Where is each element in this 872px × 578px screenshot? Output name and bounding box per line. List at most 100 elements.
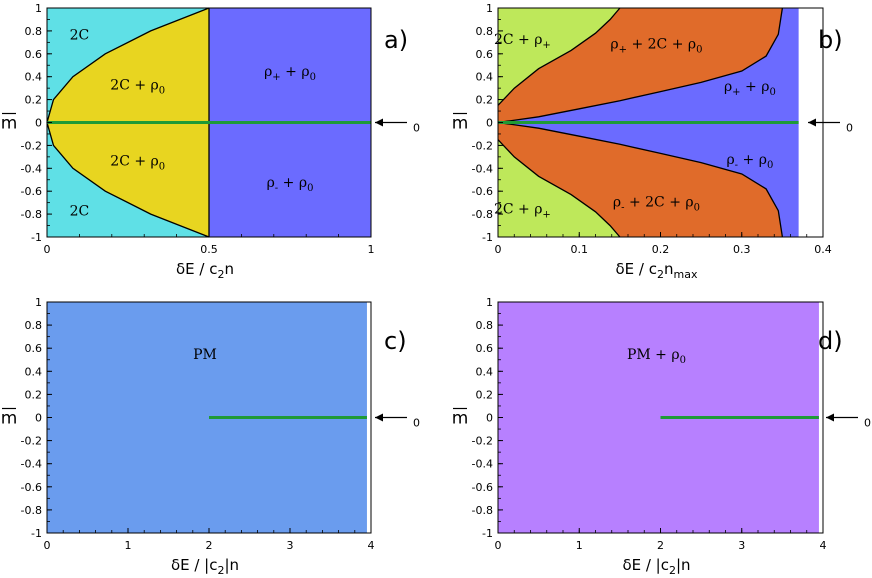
ytick-label: -1 bbox=[482, 231, 493, 244]
ytick-label: -0.8 bbox=[21, 504, 42, 517]
rho0-arrow-label-sub: 0 bbox=[413, 417, 420, 430]
x-axis-label-text: δE / |c bbox=[171, 556, 218, 574]
ytick-label: 0.2 bbox=[476, 94, 494, 107]
ytick-label: 0.8 bbox=[25, 319, 43, 332]
boundary-a-upper bbox=[497, 7, 621, 106]
ytick-label: -0.8 bbox=[472, 208, 493, 221]
x-axis-label: δE / |c2|n bbox=[622, 556, 690, 577]
ytick-label: -0.6 bbox=[21, 185, 42, 198]
region-label-text: ρ bbox=[264, 64, 272, 80]
ytick-label: -0.4 bbox=[21, 162, 42, 175]
ytick-label: 0.6 bbox=[25, 342, 43, 355]
panel-label: a) bbox=[384, 26, 408, 54]
xtick-label: 3 bbox=[738, 539, 745, 552]
ytick-label: 1 bbox=[486, 296, 493, 309]
ytick-label: 0.4 bbox=[25, 365, 43, 378]
region-label-sub: - bbox=[735, 160, 738, 171]
rho0-arrow-label-sub: 0 bbox=[413, 122, 420, 135]
arrow-head-icon bbox=[826, 413, 834, 422]
region-label-text: ρ bbox=[724, 79, 732, 95]
region-label-tail: + ρ bbox=[281, 64, 310, 80]
region-label-text: ρ bbox=[610, 36, 618, 52]
x-axis-label-tail: |n bbox=[676, 556, 691, 574]
boundary-b-lower bbox=[497, 121, 784, 238]
region-label-text: ρ bbox=[726, 152, 734, 168]
rho0-arrow-label: 0 bbox=[413, 122, 420, 135]
ytick-label: 0 bbox=[486, 412, 493, 425]
ytick-label: -0.4 bbox=[21, 458, 42, 471]
region-label-sub: + bbox=[542, 40, 550, 51]
rho0-arrow-label-sub: 0 bbox=[864, 417, 871, 430]
ytick-label: 0.6 bbox=[25, 48, 43, 61]
region-label-sub2: 0 bbox=[310, 72, 316, 83]
xtick-label: 0.3 bbox=[733, 243, 751, 256]
x-axis-label-tail: n bbox=[224, 260, 234, 278]
arrow-head-icon bbox=[375, 118, 383, 127]
region-label-tail: + ρ bbox=[741, 79, 770, 95]
boundary-parabola-lower bbox=[46, 122, 210, 238]
x-axis-label: δE / c2n bbox=[176, 260, 234, 281]
ytick-label: -0.6 bbox=[21, 481, 42, 494]
x-axis-label-sub2: max bbox=[674, 268, 698, 281]
x-axis-label-tail: n bbox=[664, 260, 674, 278]
region-label-sub: 0 bbox=[159, 86, 165, 97]
xtick-label: 0 bbox=[495, 243, 502, 256]
rho0-arrow-label: 0 bbox=[846, 122, 853, 135]
ytick-label: 1 bbox=[35, 2, 42, 15]
region-label-sub: 0 bbox=[680, 355, 686, 366]
ytick-label: 0 bbox=[35, 117, 42, 130]
region-label-sub: + bbox=[619, 44, 627, 55]
region-label-sub2: 0 bbox=[769, 87, 775, 98]
region-label-sub2: 0 bbox=[307, 183, 313, 194]
x-axis-label-tail: |n bbox=[224, 556, 239, 574]
panel-label: c) bbox=[384, 327, 407, 355]
xtick-label: 0.1 bbox=[571, 243, 589, 256]
ytick-label: 0.6 bbox=[476, 48, 494, 61]
ytick-label: -0.4 bbox=[472, 162, 493, 175]
region-label: PM + ρ0 bbox=[627, 347, 686, 366]
ytick-label: -1 bbox=[31, 527, 42, 540]
xtick-label: 1 bbox=[368, 243, 375, 256]
region-label: ρ- + ρ0 bbox=[726, 152, 773, 171]
xtick-label: 0.4 bbox=[814, 243, 832, 256]
xtick-label: 4 bbox=[820, 539, 827, 552]
region-label-sub: + bbox=[542, 209, 550, 220]
region-label-text: PM + ρ bbox=[627, 347, 680, 363]
y-axis-label: m bbox=[1, 409, 18, 429]
ytick-label: 0.4 bbox=[25, 71, 43, 84]
region-label: 2C + ρ0 bbox=[110, 78, 165, 97]
xtick-label: 0 bbox=[495, 539, 502, 552]
xtick-label: 2 bbox=[657, 539, 664, 552]
region-label: 2C + ρ+ bbox=[494, 32, 551, 51]
region-label-sub: - bbox=[621, 203, 624, 214]
region-label-text: ρ bbox=[267, 175, 275, 191]
ytick-label: -0.6 bbox=[472, 481, 493, 494]
xtick-label: 0 bbox=[44, 243, 51, 256]
ytick-label: -0.4 bbox=[472, 458, 493, 471]
x-axis-label-sub: 2 bbox=[217, 564, 224, 577]
y-axis-label: m bbox=[1, 114, 18, 134]
x-axis-label: δE / c2nmax bbox=[616, 260, 698, 281]
region-label-text: 2C + ρ bbox=[494, 32, 542, 48]
region-label-text: 2C + ρ bbox=[110, 153, 158, 169]
region-label-text: 2C bbox=[70, 204, 90, 220]
region-label-tail: + 2C + ρ bbox=[625, 195, 694, 211]
ytick-label: -0.8 bbox=[472, 504, 493, 517]
ytick-label: -0.6 bbox=[472, 185, 493, 198]
region-label-sub: + bbox=[732, 87, 740, 98]
ytick-label: 0.6 bbox=[476, 342, 494, 355]
x-axis-label-text: δE / |c bbox=[622, 556, 669, 574]
region-label: 2C bbox=[70, 27, 90, 43]
ytick-label: -1 bbox=[482, 527, 493, 540]
ytick-label: 0.2 bbox=[476, 388, 494, 401]
region-label-sub: 0 bbox=[159, 161, 165, 172]
region-label: ρ+ + ρ0 bbox=[264, 64, 316, 83]
region-rho-2c-rho0-orange-lower bbox=[498, 122, 783, 237]
panel-label: b) bbox=[818, 26, 843, 54]
ytick-label: 0.4 bbox=[476, 71, 494, 84]
region-label-text: 2C + ρ bbox=[110, 78, 158, 94]
region-label-sub2: 0 bbox=[696, 44, 702, 55]
